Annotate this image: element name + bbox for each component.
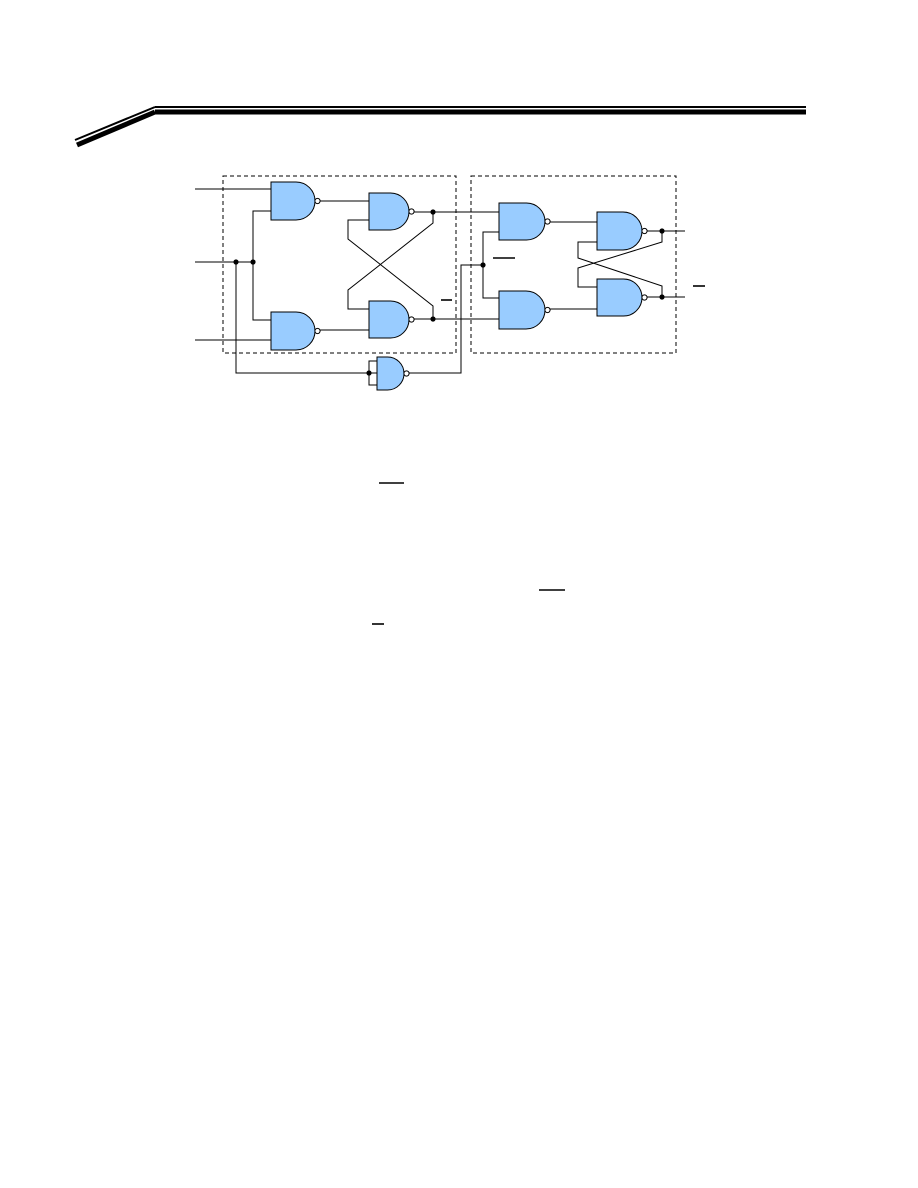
junctions (233, 209, 665, 376)
nand-gate-master-upper (368, 192, 415, 231)
junction-dot (233, 259, 239, 265)
junction-dot (250, 259, 256, 265)
clock-wire-lower (252, 262, 271, 321)
nand-gates (270, 181, 648, 391)
inversion-bubble (403, 370, 410, 377)
clock-to-inverter-wire (235, 262, 377, 374)
junction-dot (659, 228, 665, 234)
slave-cross-wire-b (577, 241, 663, 297)
nand-gate-body (596, 278, 643, 317)
header-bar (74, 106, 806, 148)
nand-gate-slave-upper (498, 202, 551, 241)
nand-gate-slave-qbar (596, 278, 648, 317)
inversion-bubble (408, 316, 415, 323)
overline-marks (372, 257, 705, 625)
inversion-bubble (641, 227, 648, 235)
nand-gate-slave-lower (498, 290, 551, 330)
master-cross-wire-b (347, 219, 434, 319)
inverted-clock-lower (482, 265, 499, 299)
inverted-clock-wire (408, 264, 483, 374)
junction-dot (430, 209, 436, 215)
nand-gate-slave-q (596, 211, 648, 251)
inversion-bubble (641, 294, 648, 301)
nand-gate-body (368, 300, 410, 339)
master-latch-boundary (222, 175, 457, 354)
junction-dot (430, 316, 436, 322)
nand-gate-body (270, 311, 316, 351)
junction-dot (659, 294, 665, 300)
inverter-tie-wire (368, 360, 377, 373)
nand-gate-clock-inverter (376, 356, 410, 391)
inversion-bubble (408, 208, 415, 215)
slave-cross-wire-a (577, 231, 663, 288)
clock-wire-upper (252, 210, 271, 262)
nand-gate-body (498, 290, 546, 330)
nand-gate-body (498, 202, 546, 241)
nand-gate-input-bottom (270, 311, 321, 351)
nand-gate-body (270, 181, 316, 221)
inversion-bubble (314, 197, 321, 205)
master-cross-wire-a (347, 212, 434, 310)
nand-gate-body (368, 192, 410, 231)
nand-gate-master-lower (368, 300, 415, 339)
inversion-bubble (314, 327, 321, 335)
nand-gate-body (376, 356, 405, 391)
inversion-bubble (544, 306, 551, 314)
junction-dot (480, 262, 486, 268)
nand-gate-input-top (270, 181, 321, 221)
circuit-wires (195, 188, 685, 386)
inverter-tie-wire-2 (368, 373, 377, 386)
inversion-bubble (544, 218, 551, 225)
inverted-clock-upper (482, 231, 499, 265)
nand-gate-body (596, 211, 643, 251)
junction-dot (366, 370, 372, 376)
